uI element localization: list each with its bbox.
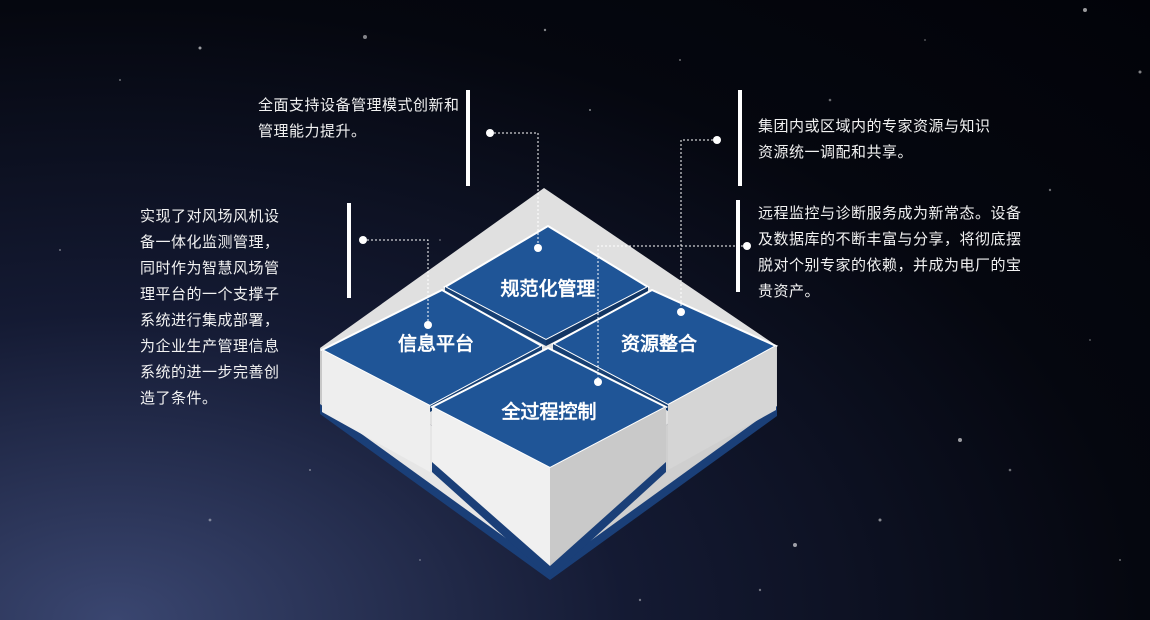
accent-bar-left <box>347 203 351 298</box>
slab-bottom-blue-left <box>320 404 550 580</box>
connector-dot <box>486 129 494 137</box>
tile-label-right: 资源整合 <box>621 332 698 355</box>
slab-front-left <box>432 407 550 568</box>
tile-label-left: 信息平台 <box>398 332 474 355</box>
accent-bar-top-right <box>738 90 742 186</box>
tile-label-top: 规范化管理 <box>500 277 595 300</box>
connector-dot <box>359 236 367 244</box>
description-top-left: 全面支持设备管理模式创新和管理能力提升。 <box>258 96 460 140</box>
connector-top-left <box>490 132 539 248</box>
connector-left <box>363 239 429 325</box>
description-top-right: 集团内或区域内的专家资源与知识资源统一调配和共享。 <box>758 117 991 161</box>
connector-dot <box>424 321 432 329</box>
connector-right <box>597 245 747 382</box>
connector-dot <box>743 242 751 250</box>
slab-front-right <box>550 407 666 568</box>
slab-front-blue-left <box>432 462 550 578</box>
connector-dot <box>534 244 542 252</box>
description-left: 实现了对风场风机设备一体化监测管理，同时作为智慧风场管理平台的一个支撑子系统进行… <box>140 207 280 407</box>
connector-top-right <box>680 139 717 312</box>
connector-dot <box>677 308 685 316</box>
slab-front-blue-right <box>550 462 666 578</box>
description-right: 远程监控与诊断服务成为新常态。设备及数据库的不断丰富与分享，将彻底摆脱对个别专家… <box>758 204 1022 300</box>
slab-bottom-blue-right <box>550 406 777 580</box>
accent-bar-right <box>736 200 740 292</box>
connector-dot <box>594 378 602 386</box>
tile-right: 资源整合 <box>550 288 779 470</box>
tile-label-bottom: 全过程控制 <box>500 400 596 423</box>
connector-dot <box>713 136 721 144</box>
accent-bar-top-left <box>466 90 470 186</box>
tile-top: 规范化管理 <box>442 224 651 346</box>
tile-left: 信息平台 <box>319 288 545 472</box>
